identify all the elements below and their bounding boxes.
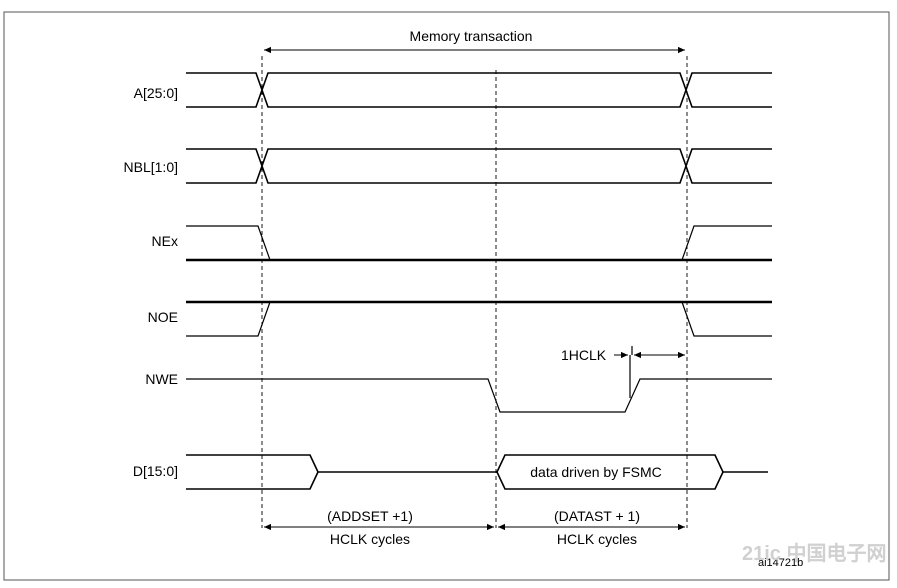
- hclk-marker-label: 1HCLK: [561, 347, 607, 363]
- addset-span: (ADDSET +1) HCLK cycles: [264, 508, 494, 547]
- waveform-nwe: [186, 378, 772, 413]
- datast-line2: HCLK cycles: [557, 531, 637, 547]
- waveform-data: data driven by FSMC: [186, 454, 768, 490]
- hclk-marker: 1HCLK: [561, 346, 685, 398]
- memory-transaction-span: Memory transaction: [264, 28, 685, 54]
- datast-line1: (DATAST + 1): [554, 508, 640, 524]
- signal-label-addr: A[25:0]: [134, 85, 178, 101]
- signal-label-noe: NOE: [148, 309, 178, 325]
- data-bus-label: data driven by FSMC: [530, 464, 662, 480]
- memory-transaction-label: Memory transaction: [410, 28, 533, 44]
- addset-line2: HCLK cycles: [330, 531, 410, 547]
- signal-label-nbl: NBL[1:0]: [124, 159, 178, 175]
- signal-label-data: D[15:0]: [133, 463, 178, 479]
- signal-label-nex: NEx: [152, 233, 178, 249]
- watermark: 21ic 中国电子网: [742, 541, 886, 565]
- waveform-noe: [186, 300, 772, 337]
- guide-lines: [261, 56, 688, 528]
- diagram-frame: [3, 11, 890, 581]
- waveform-addr: [186, 72, 772, 108]
- signal-label-nwe: NWE: [145, 371, 178, 387]
- waveform-nex: [186, 225, 772, 262]
- waveform-nbl: [186, 148, 772, 184]
- datast-span: (DATAST + 1) HCLK cycles: [498, 508, 685, 547]
- figure-id: ai14721b: [758, 557, 803, 569]
- addset-line1: (ADDSET +1): [327, 508, 413, 524]
